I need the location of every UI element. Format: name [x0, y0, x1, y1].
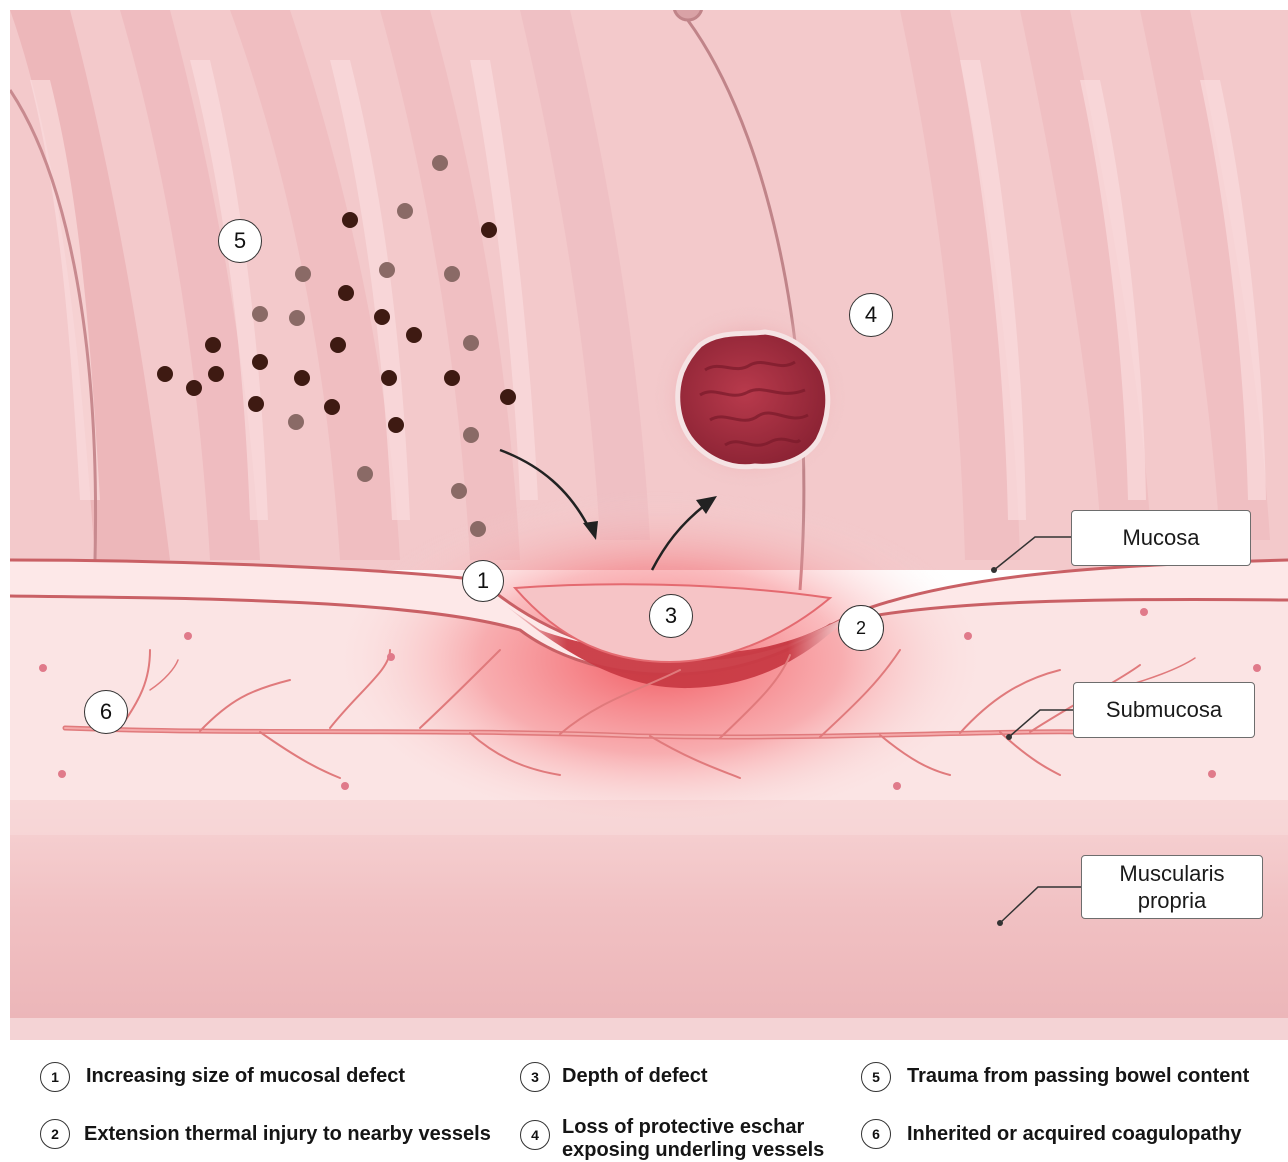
muscularis-propria-label: Muscularis propria: [1081, 855, 1263, 919]
legend: 1 Increasing size of mucosal defect 2 Ex…: [0, 1044, 1288, 1161]
submucosa-label-text: Submucosa: [1106, 696, 1222, 724]
marker-3: 3: [649, 594, 693, 638]
mucosa-label: Mucosa: [1071, 510, 1251, 566]
mucosa-label-text: Mucosa: [1122, 524, 1199, 552]
legend-number-1: 1: [40, 1062, 70, 1092]
marker-5: 5: [218, 219, 262, 263]
submucosa-label: Submucosa: [1073, 682, 1255, 738]
legend-text-6: Inherited or acquired coagulopathy: [907, 1123, 1242, 1146]
legend-text-4: Loss of protective eschar exposing under…: [562, 1116, 824, 1162]
legend-item-1: 1 Increasing size of mucosal defect: [40, 1062, 405, 1092]
legend-number-2: 2: [40, 1119, 70, 1149]
legend-item-3: 3 Depth of defect: [520, 1062, 708, 1092]
legend-text-2: Extension thermal injury to nearby vesse…: [84, 1123, 491, 1146]
marker-6: 6: [84, 690, 128, 734]
marker-2: 2: [838, 605, 884, 651]
legend-item-2: 2 Extension thermal injury to nearby ves…: [40, 1119, 491, 1149]
legend-number-6: 6: [861, 1119, 891, 1149]
legend-number-3: 3: [520, 1062, 550, 1092]
legend-number-4: 4: [520, 1120, 550, 1150]
legend-item-6: 6 Inherited or acquired coagulopathy: [861, 1119, 1242, 1149]
legend-item-5: 5 Trauma from passing bowel content: [861, 1062, 1249, 1092]
legend-item-4: 4 Loss of protective eschar exposing und…: [520, 1116, 824, 1162]
eschar: [678, 332, 828, 467]
muscularis-label-text: Muscularis propria: [1119, 860, 1224, 915]
legend-number-5: 5: [861, 1062, 891, 1092]
marker-4: 4: [849, 293, 893, 337]
legend-text-5: Trauma from passing bowel content: [907, 1065, 1249, 1088]
legend-text-3: Depth of defect: [562, 1065, 708, 1088]
legend-text-1: Increasing size of mucosal defect: [86, 1065, 405, 1088]
marker-1: 1: [462, 560, 504, 602]
